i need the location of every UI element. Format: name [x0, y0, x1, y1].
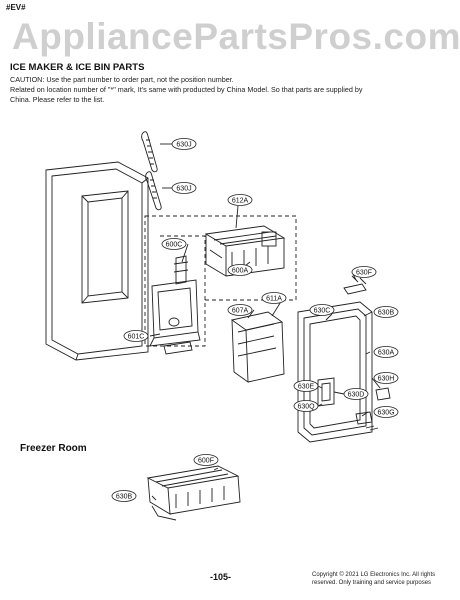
caution-line: CAUTION: Use the part number to order pa…	[10, 75, 234, 84]
callout-630q: 630Q	[293, 400, 319, 412]
callout-600c: 600C	[161, 238, 187, 250]
svg-text:600C: 600C	[166, 242, 183, 249]
hinge-630h-drawing	[375, 387, 391, 401]
gasket-630j-top-drawing	[141, 131, 158, 173]
svg-text:630E: 630E	[298, 384, 315, 391]
callout-611a: 611A	[261, 292, 287, 304]
svg-text:611A: 611A	[266, 296, 282, 303]
callout-630a: 630A	[373, 346, 399, 358]
svg-text:630B: 630B	[378, 310, 395, 317]
ice-compartment-door-drawing	[297, 301, 373, 443]
copyright-line: Copyright © 2021 LG Electronics Inc. All…	[312, 572, 436, 578]
svg-text:630J: 630J	[176, 186, 191, 193]
svg-text:601C: 601C	[128, 334, 145, 341]
callout-612a: 612A	[227, 194, 253, 206]
callout-630c: 630C	[309, 304, 335, 316]
svg-text:612A: 612A	[232, 198, 249, 205]
callout-630j-mid: 630J	[171, 182, 197, 194]
gasket-630j-mid-drawing	[145, 171, 162, 211]
subsection-title: Freezer Room	[20, 443, 87, 454]
section-title: ICE MAKER & ICE BIN PARTS	[10, 62, 145, 73]
svg-text:630C: 630C	[314, 308, 331, 315]
callout-607a: 607A	[227, 304, 253, 316]
ice-maker-bracket-drawing	[149, 255, 201, 355]
callout-630e: 630E	[293, 380, 319, 392]
caution-line: Related on location number of "*" mark, …	[10, 85, 363, 94]
callout-630j-top: 630J	[171, 138, 197, 150]
svg-text:630J: 630J	[176, 142, 191, 149]
callout-600a: 600A	[227, 264, 253, 276]
callout-630b-right: 630B	[373, 306, 399, 318]
svg-text:630H: 630H	[378, 376, 395, 383]
svg-text:630G: 630G	[377, 410, 394, 417]
assembly-outline	[144, 215, 297, 347]
watermark-text: AppliancePartsPros.com	[12, 16, 460, 57]
assembly-outline-inner	[160, 235, 206, 300]
svg-text:607A: 607A	[232, 308, 249, 315]
bracket-630g-drawing	[355, 411, 373, 425]
svg-text:600F: 600F	[198, 458, 214, 465]
page-number: -105-	[210, 572, 232, 582]
svg-text:630A: 630A	[378, 350, 395, 357]
callout-630d: 630D	[343, 388, 369, 400]
callout-630h: 630H	[373, 372, 399, 384]
callout-601c: 601C	[123, 330, 149, 342]
page-tag: #EV#	[6, 3, 26, 12]
svg-text:630B: 630B	[116, 494, 133, 501]
latch-630f-drawing	[343, 283, 367, 295]
svg-text:630Q: 630Q	[297, 404, 315, 411]
callout-630g: 630G	[373, 406, 399, 418]
caution-line: China. Please refer to the list.	[10, 95, 105, 104]
svg-text:630D: 630D	[348, 392, 365, 399]
copyright-line: reserved. Only training and service purp…	[312, 580, 432, 586]
svg-text:600A: 600A	[232, 268, 249, 275]
svg-text:630F: 630F	[356, 270, 372, 277]
callout-600f: 600F	[193, 454, 219, 466]
callout-630b-bottom: 630B	[111, 490, 137, 502]
door-panel-drawing	[45, 161, 149, 361]
callout-630f: 630F	[351, 266, 377, 278]
screw-drawing	[365, 425, 379, 431]
freezer-ice-tray-drawing	[146, 465, 241, 521]
